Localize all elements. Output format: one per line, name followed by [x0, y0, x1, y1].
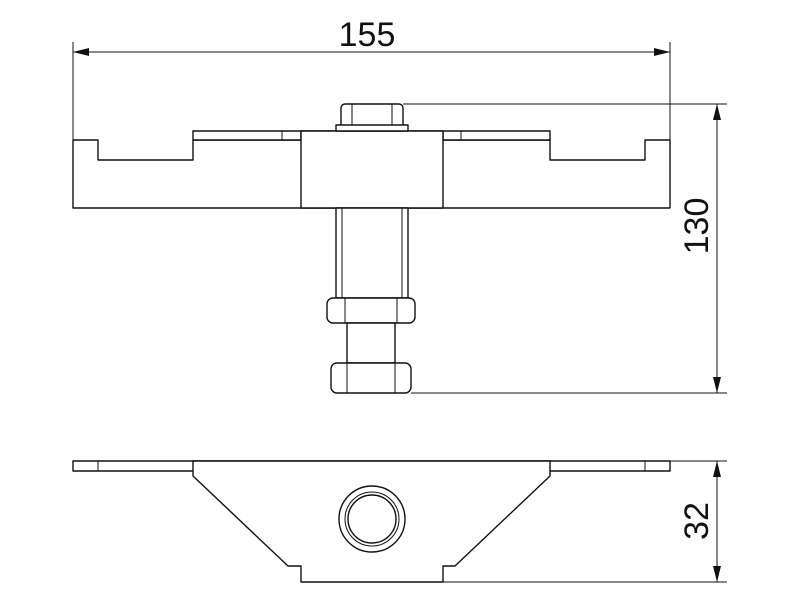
dimension-height-label: 130	[678, 198, 716, 255]
lower-shaft	[346, 322, 396, 364]
top-washer	[335, 124, 409, 132]
bolt-inner-ring	[347, 494, 397, 544]
dimension-depth-label: 32	[678, 502, 716, 540]
dimension-height: 130	[403, 103, 727, 394]
front-rail-left	[192, 130, 302, 141]
dimension-width-label: 155	[339, 16, 396, 54]
bolt-middle-ring	[344, 491, 400, 547]
shaft	[335, 207, 409, 299]
dimension-depth: 32	[443, 460, 727, 583]
top-view	[72, 460, 671, 583]
bottom-nut	[330, 362, 412, 394]
front-rail-right	[442, 130, 551, 141]
front-view	[72, 103, 671, 394]
dimension-width: 155	[72, 16, 671, 140]
front-center-block	[300, 130, 444, 209]
lock-nut	[326, 297, 416, 324]
